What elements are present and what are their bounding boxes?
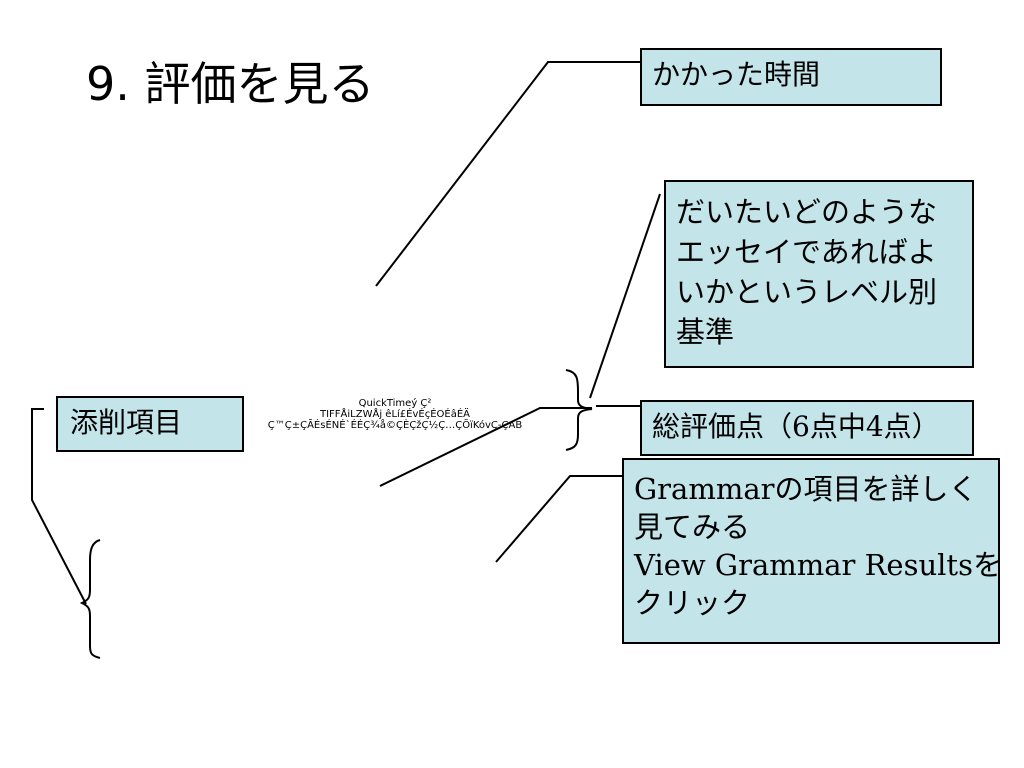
- time-taken-box: かかった時間: [640, 48, 942, 106]
- grammar-box-line: Grammarの項目を詳しく: [634, 472, 978, 506]
- connector-criteria-line: [589, 193, 661, 399]
- total-score-box: 総評価点（6点中4点）: [640, 400, 974, 456]
- grammar-box-line: View Grammar Resultsを: [634, 548, 1000, 582]
- connector-grammar-line: [495, 475, 622, 563]
- quicktime-notice-line: TIFFÅiLZWÅj êLí£ÉvÉçÉOÉâÉÄ: [320, 409, 470, 420]
- curly-brace-right: [565, 369, 593, 451]
- grammar-results-box: Grammarの項目を詳しく 見てみる View Grammar Results…: [622, 458, 1000, 644]
- slide-title: 9. 評価を見る: [86, 57, 375, 111]
- connector-time-line: [375, 61, 640, 287]
- level-criteria-box: だいたいどのようなエッセイであればよいかというレベル別基準: [664, 180, 974, 368]
- quicktime-notice-line: QuickTimeý Ç²: [358, 398, 432, 409]
- quicktime-notice-line: Ç™Ç±ÇÃÉsÉNÉ`ÉÉÇ¾å©ÇÈÇžÇ½Ç…ÇÕïKóvÇ-ÇAB: [267, 420, 523, 431]
- correction-items-box: 添削項目: [56, 396, 244, 452]
- bracket-left: [31, 408, 87, 605]
- grammar-box-line: クリック: [634, 586, 751, 620]
- connector-score-line: [379, 407, 592, 487]
- grammar-box-line: 見てみる: [634, 510, 751, 544]
- quicktime-missing-image-notice: QuickTimeý Ç² TIFFÅiLZWÅj êLí£ÉvÉçÉOÉâÉÄ…: [250, 398, 540, 431]
- curly-brace-left: [79, 539, 101, 659]
